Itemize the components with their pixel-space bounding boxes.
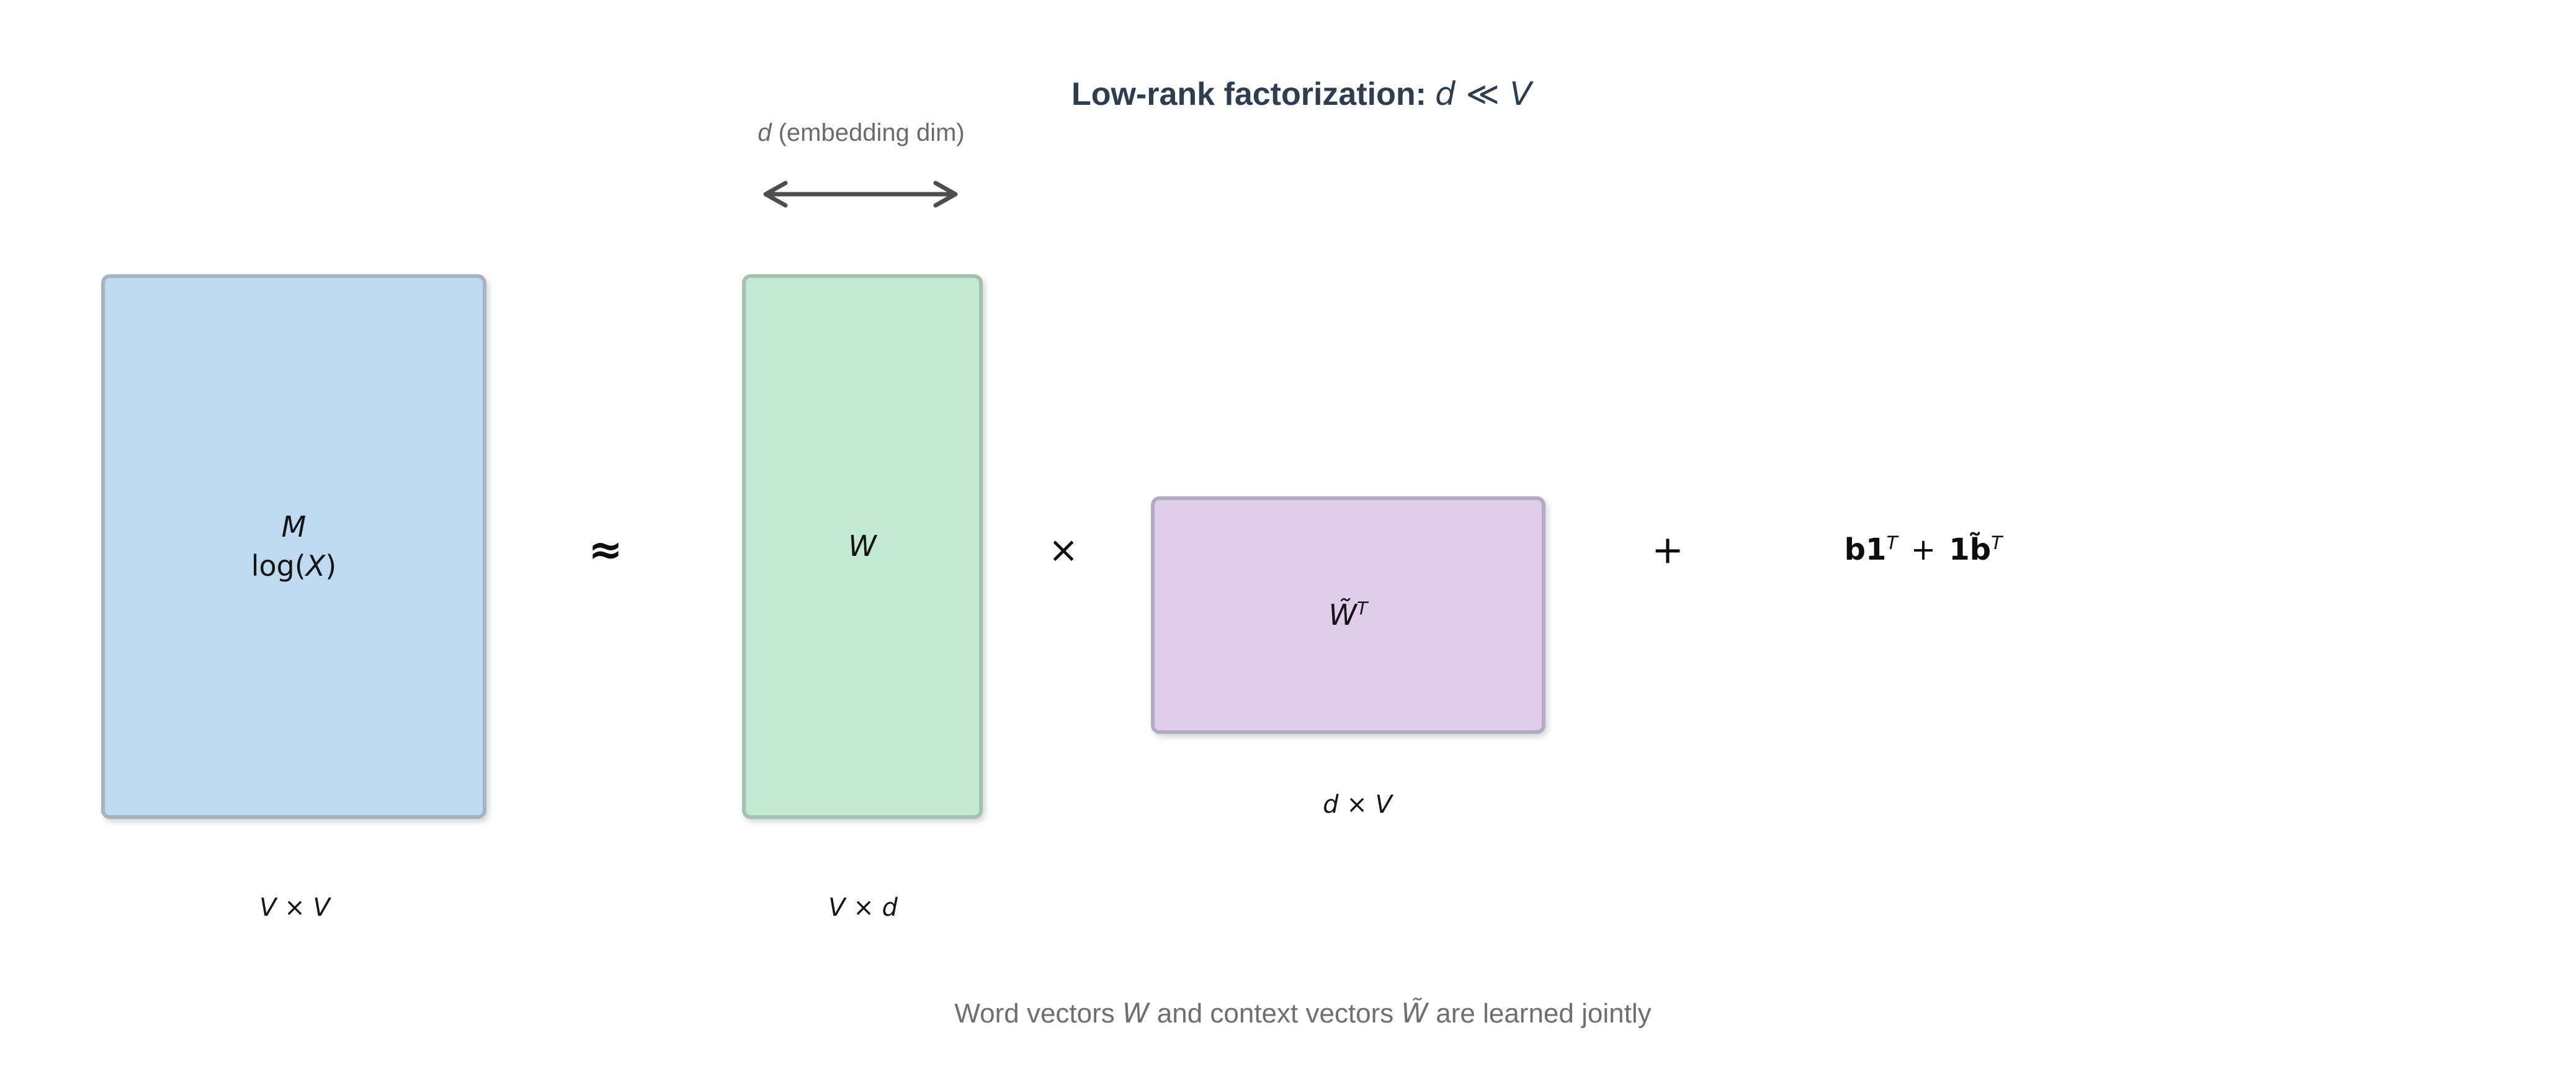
caption: Word vectors W and context vectors W̃ ar… xyxy=(954,998,1652,1029)
matrix-w-label: W xyxy=(848,529,877,563)
bias-term: b1T + 1b̃T xyxy=(1844,532,2003,567)
double-arrow-icon xyxy=(763,181,958,208)
embedding-dim-label: d (embedding dim) xyxy=(758,119,965,146)
matrix-wt-label: W̃T xyxy=(1328,597,1368,632)
plus-symbol: + xyxy=(1652,527,1684,573)
matrix-w: W xyxy=(742,274,983,819)
title-text: Low-rank factorization: xyxy=(1071,76,1426,112)
matrix-m-logx: M log(X) xyxy=(101,274,486,819)
times-symbol: × xyxy=(1048,529,1079,571)
dim-label-vxd: V × d xyxy=(828,893,898,922)
title-math: d ≪ V xyxy=(1434,76,1532,113)
dim-label-vxv: V × V xyxy=(259,893,330,922)
matrix-m-label: M log(X) xyxy=(251,509,337,583)
matrix-w-tilde-transpose: W̃T xyxy=(1151,496,1545,734)
page-title: Low-rank factorization:d ≪ V xyxy=(1071,76,1532,113)
dim-label-dxv: d × V xyxy=(1323,790,1392,819)
approx-symbol: ≈ xyxy=(588,526,623,574)
